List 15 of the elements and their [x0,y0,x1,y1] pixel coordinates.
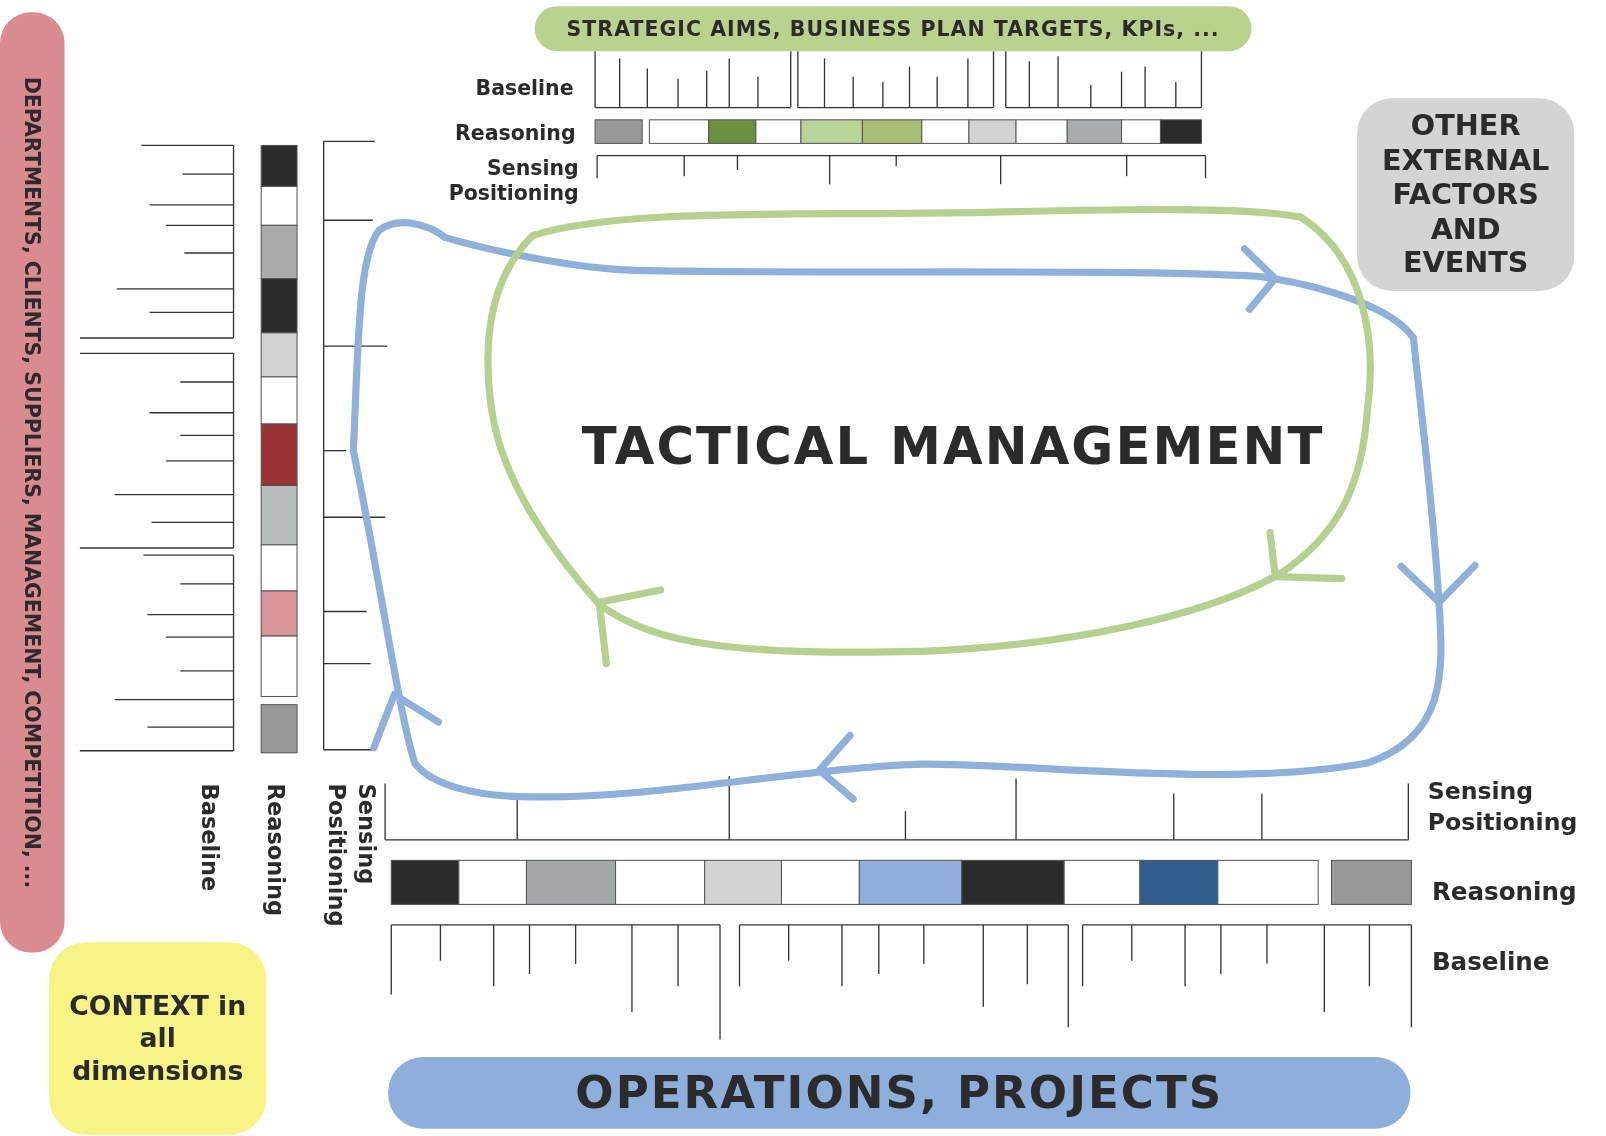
banner: OPERATIONS, PROJECTS [388,1057,1411,1129]
scale-label: Sensing Positioning [323,783,381,929]
scale-label: Sensing Positioning [447,155,579,205]
scale-label: Sensing Positioning [1427,776,1579,837]
scale-label: Reasoning [454,120,576,146]
scale-label: Reasoning [261,783,290,919]
scale-label: Reasoning [1431,876,1577,909]
heading: TACTICAL MANAGEMENT [581,415,1325,479]
scale-label: Baseline [1431,946,1550,979]
rounded-box: OTHER EXTERNAL FACTORS AND EVENTS [1357,98,1575,291]
scale-label: Baseline [474,75,574,101]
vertical-banner: DEPARTMENTS, CLIENTS, SUPPLIERS, MANAGEMENT, COMPETITION, ... [0,12,65,953]
rounded-box: CONTEXT in all dimensions [49,942,267,1135]
banner: STRATEGIC AIMS, BUSINESS PLAN TARGETS, KPIs, ... [534,6,1252,52]
scale-label: Baseline [196,783,224,894]
